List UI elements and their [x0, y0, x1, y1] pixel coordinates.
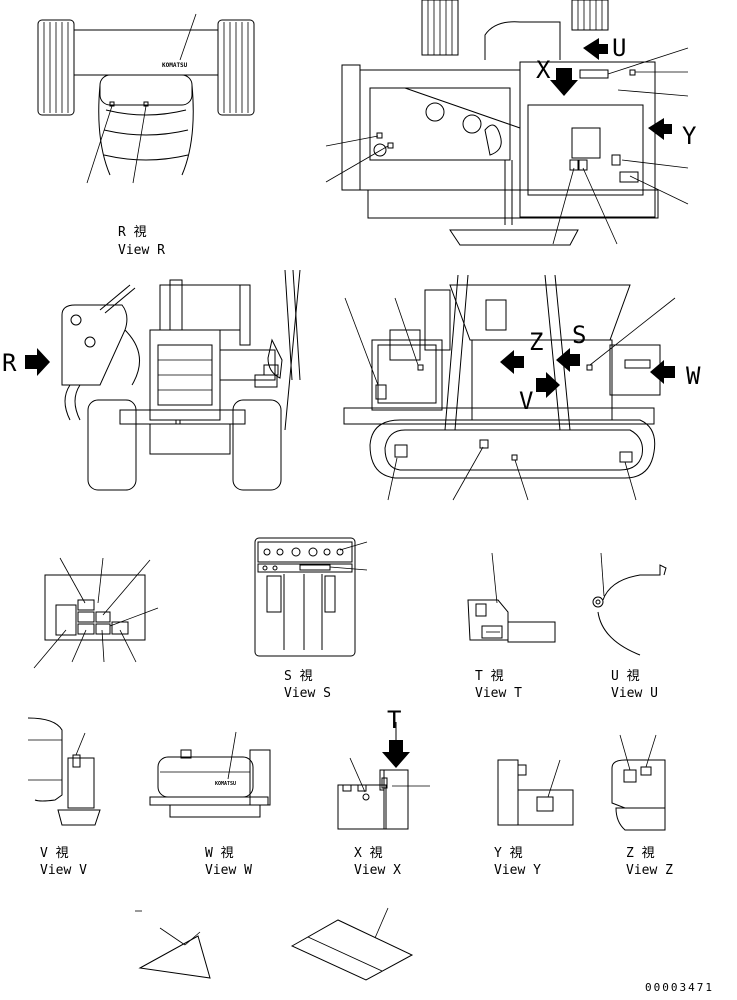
view-u-caption: View U: [611, 686, 658, 701]
arrow-y-marker: [648, 118, 672, 140]
view-t-caption: View T: [475, 686, 522, 701]
arrow-z-marker: [500, 350, 524, 374]
decal-group-drawing: [33, 557, 159, 669]
marker-r-label: R: [2, 349, 17, 377]
view-t-drawing: [467, 552, 556, 643]
view-y-kanji: Y 視: [494, 846, 523, 861]
view-x-drawing: T: [337, 706, 430, 830]
arrow-t-marker: [382, 740, 410, 768]
view-w-caption: View W: [205, 863, 252, 878]
view-x-caption: View X: [354, 863, 401, 878]
rear-view-drawing: KOMATSU: [37, 13, 255, 184]
view-w-kanji: W 視: [205, 846, 234, 861]
view-z-drawing: [611, 734, 666, 831]
arrow-u-marker: [583, 38, 608, 60]
view-s-kanji: S 視: [284, 669, 313, 684]
view-s-caption: View S: [284, 686, 331, 701]
arrow-w-marker: [650, 360, 675, 384]
view-r-kanji: R 視: [118, 225, 147, 240]
marker-t-label: T: [387, 706, 401, 734]
view-r-caption: View R: [118, 243, 165, 258]
view-s-drawing: [254, 537, 368, 657]
top-view-drawing: X U Y: [325, 0, 697, 246]
view-t-kanji: T 視: [475, 669, 504, 684]
triangle-decal-drawing: [135, 910, 211, 979]
view-y-caption: View Y: [494, 863, 541, 878]
view-u-drawing: [592, 552, 667, 656]
arrow-s-marker: [556, 348, 580, 372]
marker-s-label: S: [572, 321, 586, 349]
marker-x-label: X: [536, 56, 551, 84]
marker-w-label: W: [686, 362, 701, 390]
document-number: 00003471: [645, 981, 714, 994]
view-w-drawing: KOMATSU: [149, 731, 271, 818]
marker-z-label: Z: [529, 328, 543, 356]
logo-text-rear: KOMATSU: [162, 62, 188, 69]
square-decal-drawing: [290, 907, 414, 981]
view-u-kanji: U 視: [611, 669, 640, 684]
logo-text-w: KOMATSU: [215, 781, 236, 787]
arrow-x-marker: [550, 68, 578, 96]
view-z-kanji: Z 視: [626, 846, 655, 861]
front-view-drawing: R: [2, 269, 301, 491]
marker-v-label: V: [519, 387, 533, 415]
view-v-caption: View V: [40, 863, 87, 878]
view-x-kanji: X 視: [354, 846, 383, 861]
view-y-drawing: [497, 759, 574, 826]
arrow-r-marker: [25, 348, 50, 376]
view-z-caption: View Z: [626, 863, 673, 878]
arrow-v-marker: [536, 372, 560, 398]
view-v-kanji: V 視: [40, 846, 69, 861]
marker-y-label: Y: [682, 122, 697, 150]
view-v-drawing: [27, 717, 101, 826]
side-view-drawing: Z S V W: [343, 274, 701, 501]
marker-u-label: U: [612, 34, 626, 62]
